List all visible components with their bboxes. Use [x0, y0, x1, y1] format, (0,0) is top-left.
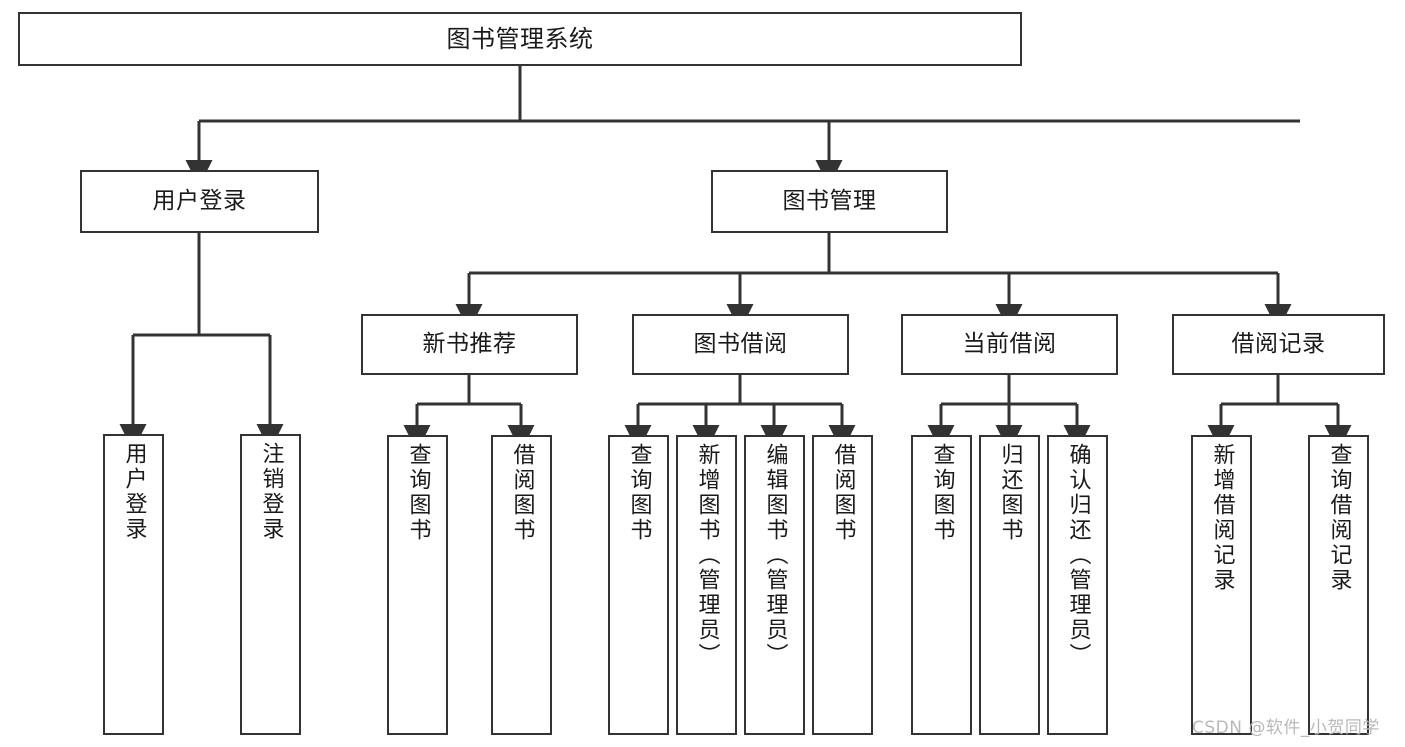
node-borrow-record-label: 借阅记录 [1231, 330, 1326, 357]
node-leaf-user-logout-label: 注销登录 [258, 442, 284, 542]
node-leaf-user-login-label: 用户登录 [121, 442, 147, 542]
node-leaf-borrow-book-1-label: 借阅图书 [509, 443, 535, 543]
node-new-book-recommend[interactable]: 新书推荐 [361, 314, 578, 375]
node-leaf-edit-book[interactable]: 编辑图书（管理员） [744, 435, 805, 735]
node-leaf-return-book-label: 归还图书 [997, 443, 1023, 543]
node-new-book-recommend-label: 新书推荐 [422, 330, 517, 357]
node-current-borrow[interactable]: 当前借阅 [901, 314, 1118, 375]
node-user-login[interactable]: 用户登录 [80, 170, 319, 233]
node-leaf-add-record[interactable]: 新增借阅记录 [1191, 435, 1252, 735]
node-leaf-query-book-3-label: 查询图书 [929, 443, 955, 543]
node-leaf-add-book-label: 新增图书（管理员） [694, 443, 720, 668]
node-leaf-borrow-book-1[interactable]: 借阅图书 [491, 435, 552, 735]
node-leaf-query-book-3[interactable]: 查询图书 [911, 435, 972, 735]
node-leaf-user-login[interactable]: 用户登录 [103, 434, 164, 735]
node-leaf-query-book-2-label: 查询图书 [626, 443, 652, 543]
node-leaf-add-book[interactable]: 新增图书（管理员） [676, 435, 737, 735]
node-root[interactable]: 图书管理系统 [18, 12, 1022, 66]
node-leaf-query-record-label: 查询借阅记录 [1326, 443, 1352, 593]
node-leaf-borrow-book-2[interactable]: 借阅图书 [812, 435, 873, 735]
node-leaf-add-record-label: 新增借阅记录 [1209, 443, 1235, 593]
node-leaf-edit-book-label: 编辑图书（管理员） [762, 443, 788, 668]
node-leaf-confirm-return[interactable]: 确认归还（管理员） [1047, 435, 1108, 735]
node-leaf-query-record[interactable]: 查询借阅记录 [1308, 435, 1369, 735]
node-leaf-borrow-book-2-label: 借阅图书 [830, 443, 856, 543]
node-leaf-return-book[interactable]: 归还图书 [979, 435, 1040, 735]
node-borrow-record[interactable]: 借阅记录 [1172, 314, 1385, 375]
node-root-label: 图书管理系统 [446, 24, 594, 53]
node-book-management-label: 图书管理 [782, 187, 877, 214]
node-book-borrow-label: 图书借阅 [693, 330, 788, 357]
node-leaf-user-logout[interactable]: 注销登录 [240, 434, 301, 735]
node-current-borrow-label: 当前借阅 [962, 330, 1057, 357]
node-user-login-label: 用户登录 [152, 187, 247, 214]
node-leaf-query-book-1-label: 查询图书 [405, 443, 431, 543]
node-leaf-confirm-return-label: 确认归还（管理员） [1065, 443, 1091, 668]
node-leaf-query-book-1[interactable]: 查询图书 [387, 435, 448, 735]
node-book-borrow[interactable]: 图书借阅 [632, 314, 849, 375]
node-book-management[interactable]: 图书管理 [711, 170, 948, 233]
node-leaf-query-book-2[interactable]: 查询图书 [608, 435, 669, 735]
watermark: CSDN @软件_小贺同学 [1192, 718, 1380, 738]
